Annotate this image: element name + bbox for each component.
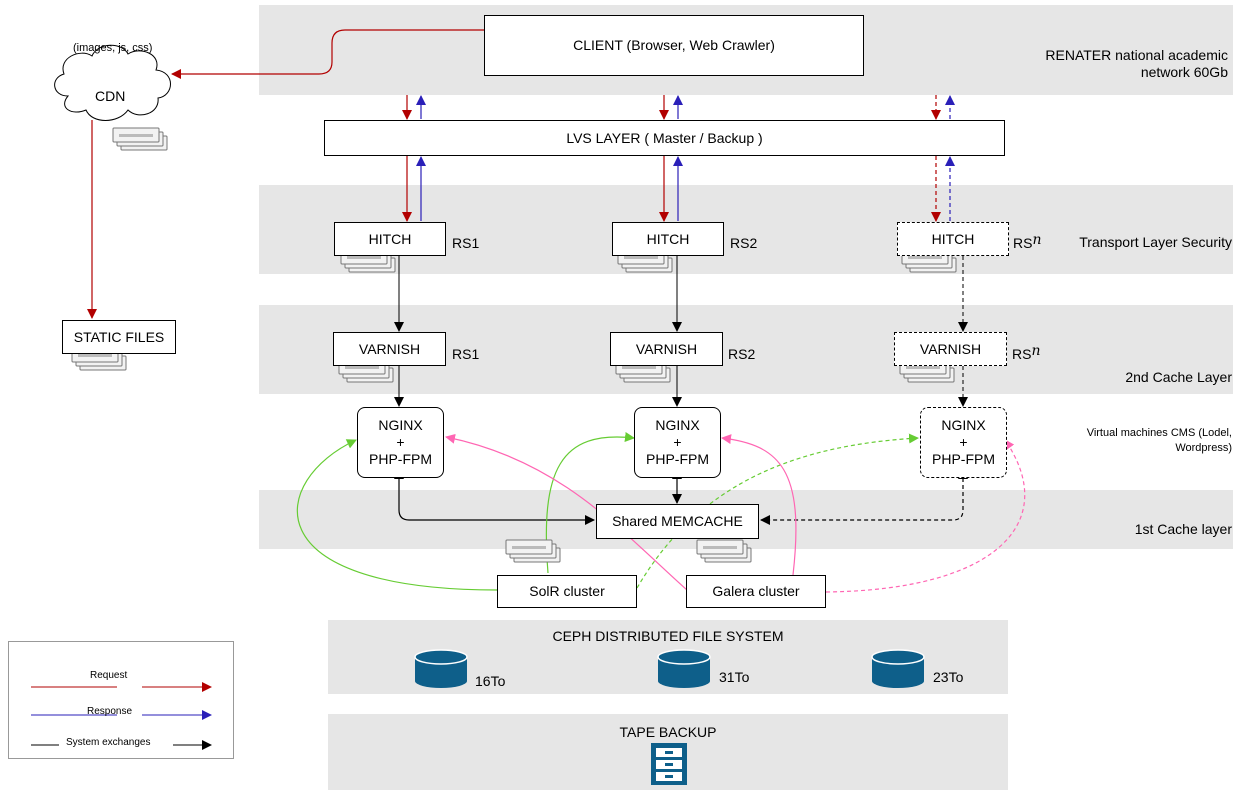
- disk-icon: [414, 649, 468, 688]
- legend-response: Response: [87, 706, 133, 717]
- client-label: CLIENT (Browser, Web Crawler): [573, 37, 775, 53]
- rs1-hitch-label: RS1: [452, 235, 480, 251]
- lvs-box: LVS LAYER ( Master / Backup ): [324, 120, 1005, 156]
- rs1-varnish-label: RS1: [452, 346, 480, 362]
- solr-label: SolR cluster: [529, 583, 605, 599]
- nginx-box-rsn: NGINX+PHP-FPM: [920, 407, 1007, 478]
- rsn-varnish-label: RSn: [1012, 343, 1041, 362]
- cache1-label: 1st Cache layer: [1134, 521, 1232, 537]
- hitch-label: HITCH: [931, 230, 975, 247]
- cdn-cloud-shape: [54, 44, 171, 121]
- rs2-varnish-label: RS2: [728, 346, 756, 362]
- client-cdn-arrow: [171, 29, 484, 79]
- tape-title: TAPE BACKUP: [619, 724, 717, 740]
- ceph-title: CEPH DISTRIBUTED FILE SYSTEM: [552, 628, 784, 644]
- varnish-label: VARNISH: [919, 340, 982, 357]
- cdn-label: CDN: [95, 88, 126, 104]
- nginx-box-rs2: NGINX+PHP-FPM: [634, 407, 721, 478]
- varnish-label: VARNISH: [358, 340, 421, 357]
- galera-box: Galera cluster: [686, 575, 826, 608]
- legend-system: System exchanges: [66, 737, 151, 748]
- varnish-label: VARNISH: [635, 340, 698, 357]
- legend: Request Response System exchanges: [8, 641, 234, 759]
- cdn-note: (images, js, css): [73, 42, 153, 54]
- legend-request: Request: [90, 670, 128, 681]
- ceph-volume-2: 31To: [719, 669, 750, 685]
- client-box: CLIENT (Browser, Web Crawler): [484, 15, 864, 76]
- varnish-box-rs2: VARNISH: [610, 332, 723, 366]
- renater-label: RENATER national academic network 60Gb: [1045, 47, 1228, 80]
- static-files-box: STATIC FILES: [62, 320, 176, 354]
- lvs-label: LVS LAYER ( Master / Backup ): [566, 129, 763, 146]
- disk-icon: [871, 649, 925, 688]
- rsn-hitch-label: RSn: [1013, 232, 1042, 251]
- tape-cabinet-icon: [651, 743, 687, 785]
- tls-label: Transport Layer Security: [1079, 234, 1232, 250]
- server-stack-icon: [505, 539, 561, 563]
- cache2-label: 2nd Cache Layer: [1125, 369, 1232, 385]
- vm-label: Virtual machines CMS (Lodel, Wordpress): [1086, 427, 1232, 454]
- varnish-box-rs1: VARNISH: [333, 332, 446, 366]
- ceph-volume-3: 23To: [933, 669, 964, 685]
- server-stack-icon: [696, 539, 752, 563]
- hitch-box-rsn: HITCH: [897, 222, 1009, 256]
- memcache-label: Shared MEMCACHE: [612, 513, 743, 529]
- hitch-box-rs2: HITCH: [612, 222, 724, 256]
- hitch-label: HITCH: [368, 230, 412, 247]
- memcache-box: Shared MEMCACHE: [596, 504, 759, 539]
- hitch-box-rs1: HITCH: [334, 222, 446, 256]
- hitch-label: HITCH: [646, 230, 690, 247]
- varnish-box-rsn: VARNISH: [894, 332, 1007, 366]
- static-files-label: STATIC FILES: [73, 328, 165, 345]
- rs2-hitch-label: RS2: [730, 235, 758, 251]
- disk-icon: [657, 649, 711, 688]
- galera-label: Galera cluster: [712, 583, 800, 599]
- server-stack-icon: [112, 127, 168, 151]
- nginx-box-rs1: NGINX+PHP-FPM: [357, 407, 444, 478]
- solr-box: SolR cluster: [497, 575, 637, 608]
- ceph-volume-1: 16To: [475, 673, 506, 689]
